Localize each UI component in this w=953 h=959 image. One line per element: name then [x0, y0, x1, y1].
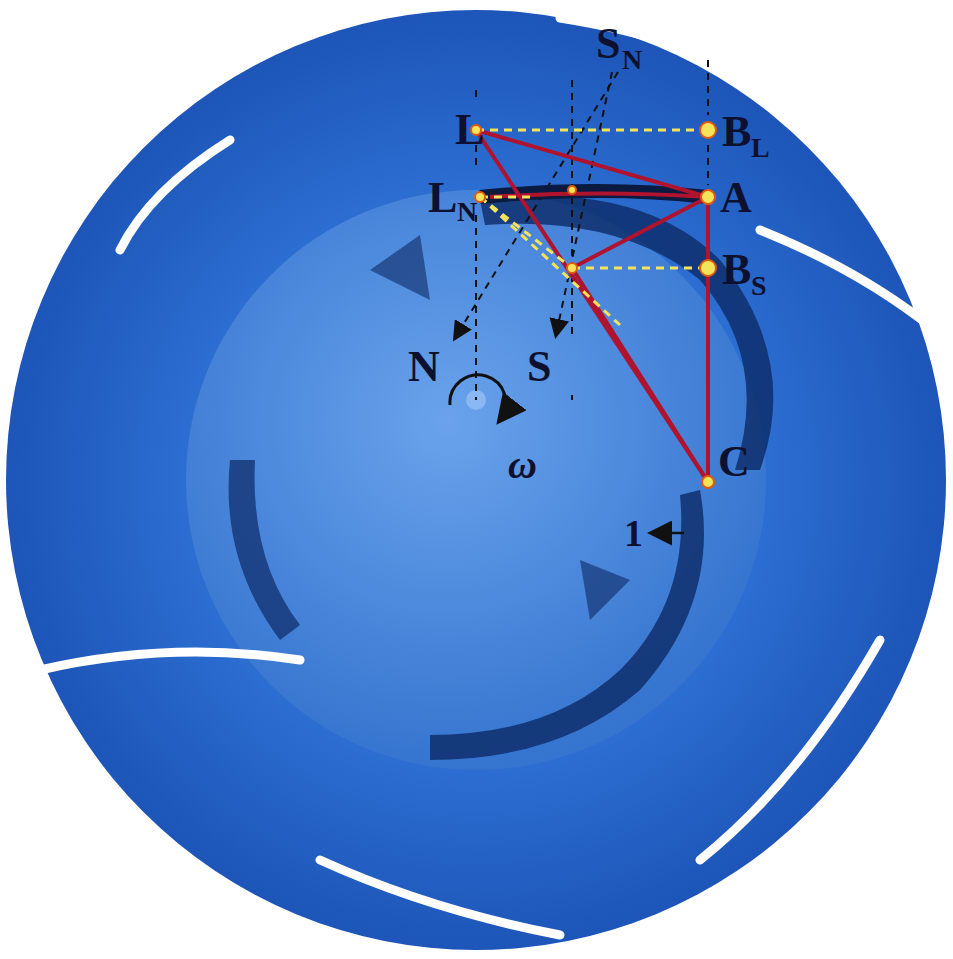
vector-label: S — [527, 345, 551, 389]
point-label: L — [428, 176, 457, 220]
point-label: B — [722, 110, 751, 154]
point-label: S — [596, 22, 620, 66]
point-label: L — [455, 108, 484, 152]
subscript: L — [751, 134, 770, 162]
point-label: C — [718, 440, 750, 484]
callout-number: 1 — [624, 514, 643, 552]
rotation-symbol: ω — [508, 445, 537, 485]
subscript: N — [622, 46, 642, 74]
subscript: S — [751, 272, 767, 300]
vector-label: N — [408, 345, 440, 389]
point-label: B — [722, 248, 751, 292]
point-label: A — [720, 176, 752, 220]
subscript: N — [457, 198, 477, 226]
